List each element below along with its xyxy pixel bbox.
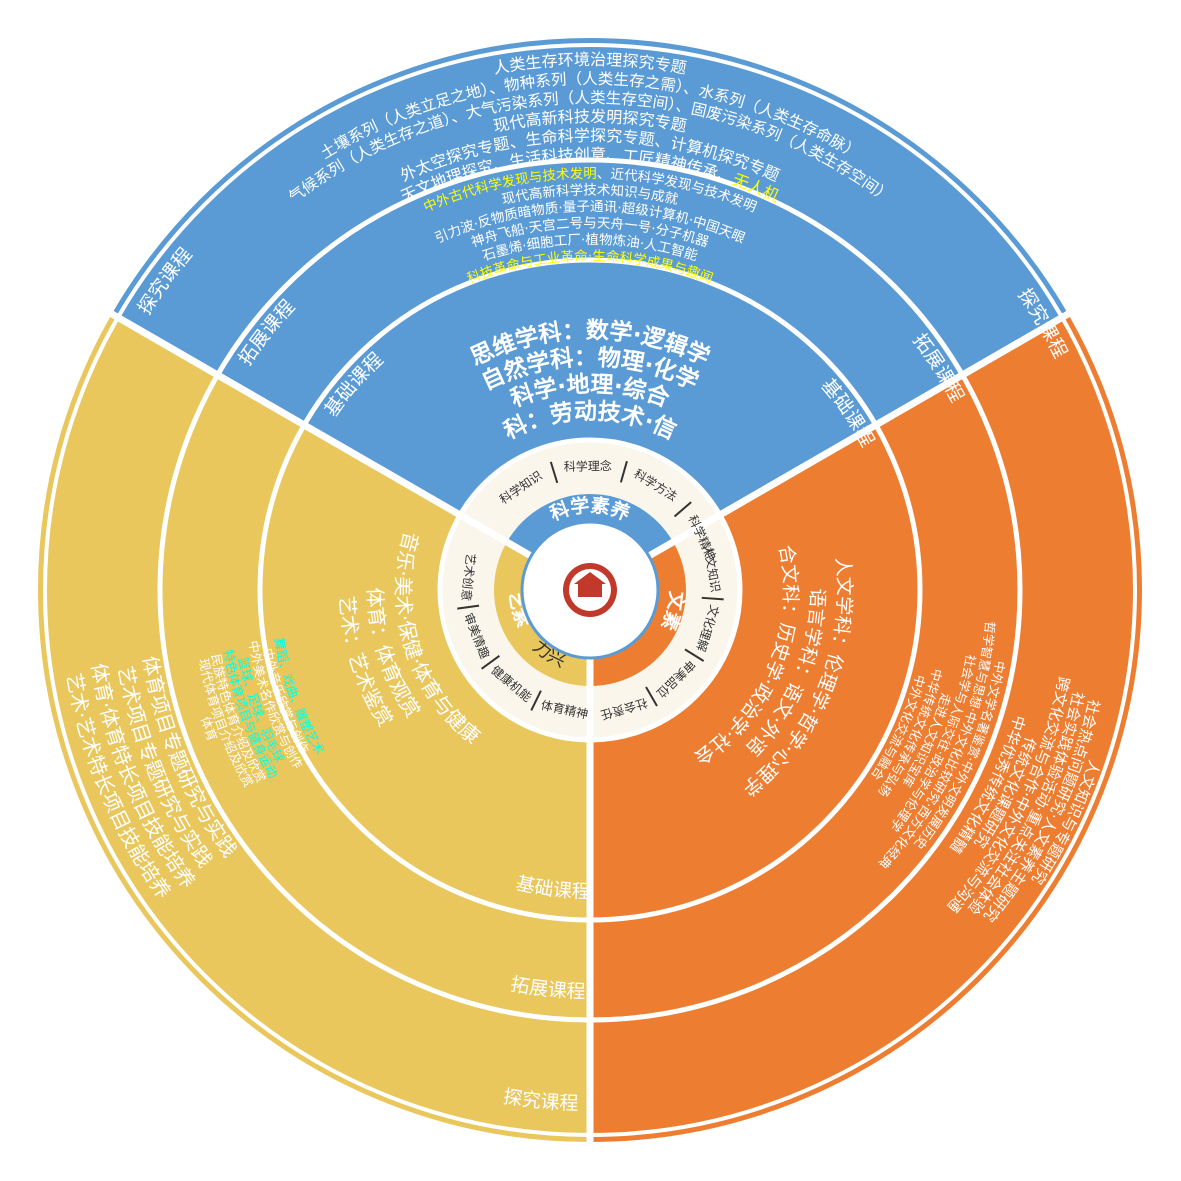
science-element-divider xyxy=(549,461,559,484)
elements-ring-arts xyxy=(440,516,590,740)
elements-ring-humanities xyxy=(590,516,740,740)
arts-element-divider xyxy=(481,655,500,670)
sector-arts xyxy=(35,312,590,1145)
elements-ring-science xyxy=(460,439,720,542)
school-seal-roof xyxy=(574,572,606,584)
ring-separators xyxy=(32,32,1148,1148)
humanities-element-divider xyxy=(701,596,724,601)
center-hub xyxy=(520,520,660,660)
humanities-element-divider xyxy=(684,648,705,662)
school-seal-building xyxy=(578,583,602,597)
science-element-divider xyxy=(619,460,628,483)
arts-element-divider xyxy=(457,604,480,610)
sector-divider-0 xyxy=(105,308,533,560)
sector-science xyxy=(109,35,1071,557)
science-element-1: 科学理念 xyxy=(564,458,612,474)
science-element-divider xyxy=(673,501,692,518)
outer-border xyxy=(32,32,1148,1148)
sector-backgrounds xyxy=(35,35,1145,1145)
arts-element-0: 艺术创意 xyxy=(459,553,479,602)
humanities-element-divider xyxy=(645,686,658,707)
arts-element-divider xyxy=(530,690,542,711)
sector-humanities xyxy=(590,312,1145,1145)
sector-divider-1 xyxy=(647,308,1075,560)
